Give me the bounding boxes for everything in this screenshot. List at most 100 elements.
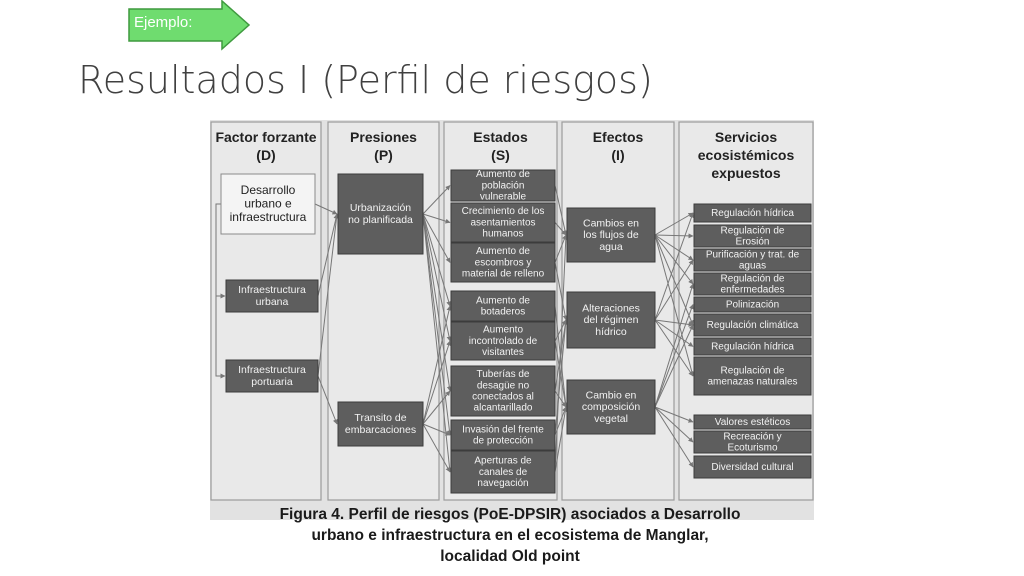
driver-label-d2: urbana <box>256 296 289 308</box>
effect-node-i2 <box>566 291 656 349</box>
column-header-s: Estados <box>473 129 528 145</box>
column-header-d: Factor forzante <box>215 129 316 145</box>
link-p1-s6 <box>422 213 452 392</box>
service-label-e5: Polinización <box>726 299 779 310</box>
driver-node-d1 <box>220 173 316 235</box>
link-s1-i1 <box>554 185 568 236</box>
link-d2-p1 <box>317 213 339 297</box>
effect-label-i2: del régimen <box>584 314 639 326</box>
link-i2-e8 <box>654 319 694 377</box>
service-node-e6 <box>693 313 812 337</box>
link-p1-s4 <box>422 213 452 307</box>
driver-label-d2: Infraestructura <box>238 284 306 296</box>
state-label-s6: alcantarillado <box>474 403 533 414</box>
link-i3-e9 <box>654 406 694 423</box>
service-node-e1 <box>693 203 812 223</box>
driver-label-d3: Infraestructura <box>238 364 306 376</box>
link-i3-e6 <box>654 324 694 408</box>
pressure-node-p2 <box>337 401 424 447</box>
driver-label-d1: urbano e <box>244 196 292 210</box>
column-header-p: Presiones <box>350 129 417 145</box>
link-p2-s4 <box>422 305 452 425</box>
state-label-s4: Aumento de <box>476 295 530 306</box>
service-label-e1: Regulación hídrica <box>711 208 794 219</box>
effect-label-i1: Cambios en <box>583 217 639 229</box>
state-label-s7: de protección <box>473 436 533 447</box>
column-header-e: expuestos <box>711 165 780 181</box>
link-i1-e2 <box>654 233 694 239</box>
state-label-s1: vulnerable <box>480 192 527 203</box>
state-label-s2: asentamientos <box>470 217 535 228</box>
link-p1-s2 <box>422 213 451 224</box>
state-node-s7 <box>450 419 556 451</box>
state-label-s1: Aumento de <box>476 169 530 180</box>
link-p2-s5 <box>422 340 451 425</box>
caption-line: urbano e infraestructura en el ecosistem… <box>311 527 709 544</box>
link-i1-e6 <box>654 234 694 326</box>
link-i3-e4 <box>654 283 695 408</box>
link-i3-e5 <box>654 304 694 408</box>
service-label-e4: enfermedades <box>721 285 785 296</box>
state-label-s2: Crecimiento de los <box>462 206 545 217</box>
state-node-s2 <box>450 202 556 243</box>
link-i3-e10 <box>654 406 694 443</box>
arrow-shape <box>128 0 251 51</box>
link-p1-s8 <box>422 213 453 473</box>
link-p2-s6 <box>422 390 451 425</box>
column-header-p: (P) <box>374 147 393 163</box>
dpsir-risk-profile-diagram: Factor forzante (D) Presiones (P) Estados (S)… <box>210 120 814 520</box>
example-arrow-badge <box>128 0 251 51</box>
service-label-e2: Erosión <box>736 237 770 248</box>
example-label: Ejemplo: <box>134 14 193 31</box>
pressure-label-p2: Transito de <box>354 412 406 424</box>
service-label-e10: Ecoturismo <box>727 443 777 454</box>
state-label-s3: escombros y <box>475 257 532 268</box>
link-p2-s8 <box>422 423 451 473</box>
column-header-s: (S) <box>491 147 510 163</box>
column-header-e: ecosistémicos <box>698 147 795 163</box>
pressure-node-p1 <box>337 173 424 255</box>
caption-line: Figura 4. Perfil de riesgos (PoE-DPSIR) … <box>279 506 741 523</box>
effect-label-i1: los flujos de <box>583 229 639 241</box>
driver-label-d1: Desarrollo <box>241 183 296 197</box>
link-d1-d3 <box>215 203 226 379</box>
service-node-e10 <box>693 430 812 454</box>
service-label-e4: Regulación de <box>721 273 785 284</box>
link-s6-i3 <box>554 390 567 408</box>
driver-label-d3: portuaria <box>251 376 293 388</box>
column-header-d: (D) <box>256 147 275 163</box>
link-s8-i3 <box>554 406 568 473</box>
state-label-s5: incontrolado de <box>469 336 538 347</box>
link-p1-s5 <box>422 213 452 342</box>
link-s7-i2 <box>554 319 569 436</box>
state-node-s6 <box>450 365 556 417</box>
pressure-label-p2: embarcaciones <box>345 424 416 436</box>
service-node-e7 <box>693 337 812 356</box>
driver-node-d3 <box>225 359 319 393</box>
state-node-s5 <box>450 321 556 361</box>
effect-label-i2: hídrico <box>595 326 627 338</box>
link-i1-e3 <box>654 234 694 261</box>
service-node-e11 <box>693 455 812 479</box>
service-label-e11: Diversidad cultural <box>711 462 793 473</box>
link-d1-p1 <box>314 203 338 215</box>
service-label-e3: aguas <box>739 261 766 272</box>
state-label-s5: Aumento <box>483 325 523 336</box>
service-node-e9 <box>693 414 812 430</box>
service-label-e8: Regulación de <box>721 365 785 376</box>
link-d3-p2 <box>317 375 338 425</box>
service-label-e7: Regulación hídrica <box>711 341 794 352</box>
link-i2-e1 <box>654 212 694 321</box>
effect-label-i1: agua <box>599 241 623 253</box>
link-i2-e7 <box>654 319 694 347</box>
state-node-s4 <box>450 290 556 322</box>
state-label-s6: conectados al <box>472 392 534 403</box>
service-label-e6: Regulación climática <box>707 320 799 331</box>
state-label-s3: Aumento de <box>476 246 530 257</box>
link-i1-e8 <box>654 234 695 377</box>
link-p1-s3 <box>422 213 451 263</box>
figure-caption: Figura 4. Perfil de riesgos (PoE-DPSIR) … <box>250 504 770 567</box>
slide-title: Resultados I (Perfil de riesgos) <box>78 58 653 102</box>
effect-label-i3: Cambio en <box>586 389 637 401</box>
state-node-s8 <box>450 450 556 494</box>
